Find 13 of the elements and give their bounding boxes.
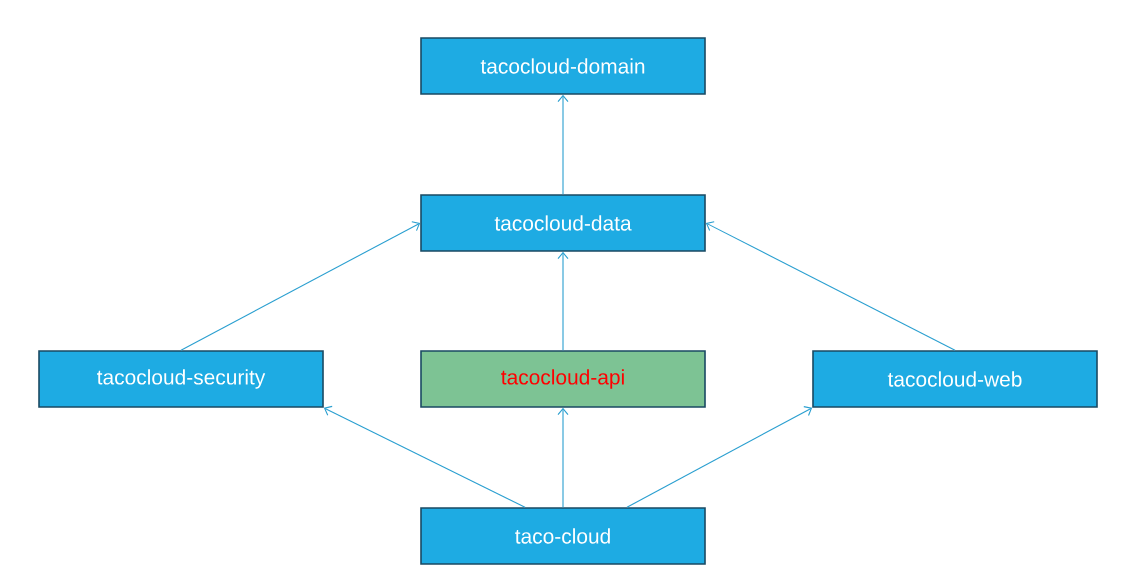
arrow [323,405,526,508]
module-box: tacocloud-api [420,350,706,408]
module-box: tacocloud-security [38,350,324,408]
module-box: tacocloud-web [812,350,1098,408]
module-box: tacocloud-data [420,194,706,252]
module-box: tacocloud-domain [420,37,706,95]
arrow [557,407,569,508]
arrow [557,251,569,351]
arrow [705,221,956,351]
module-box: taco-cloud [420,507,706,565]
arrow [180,221,421,351]
arrow [626,406,813,508]
arrow [557,94,569,195]
